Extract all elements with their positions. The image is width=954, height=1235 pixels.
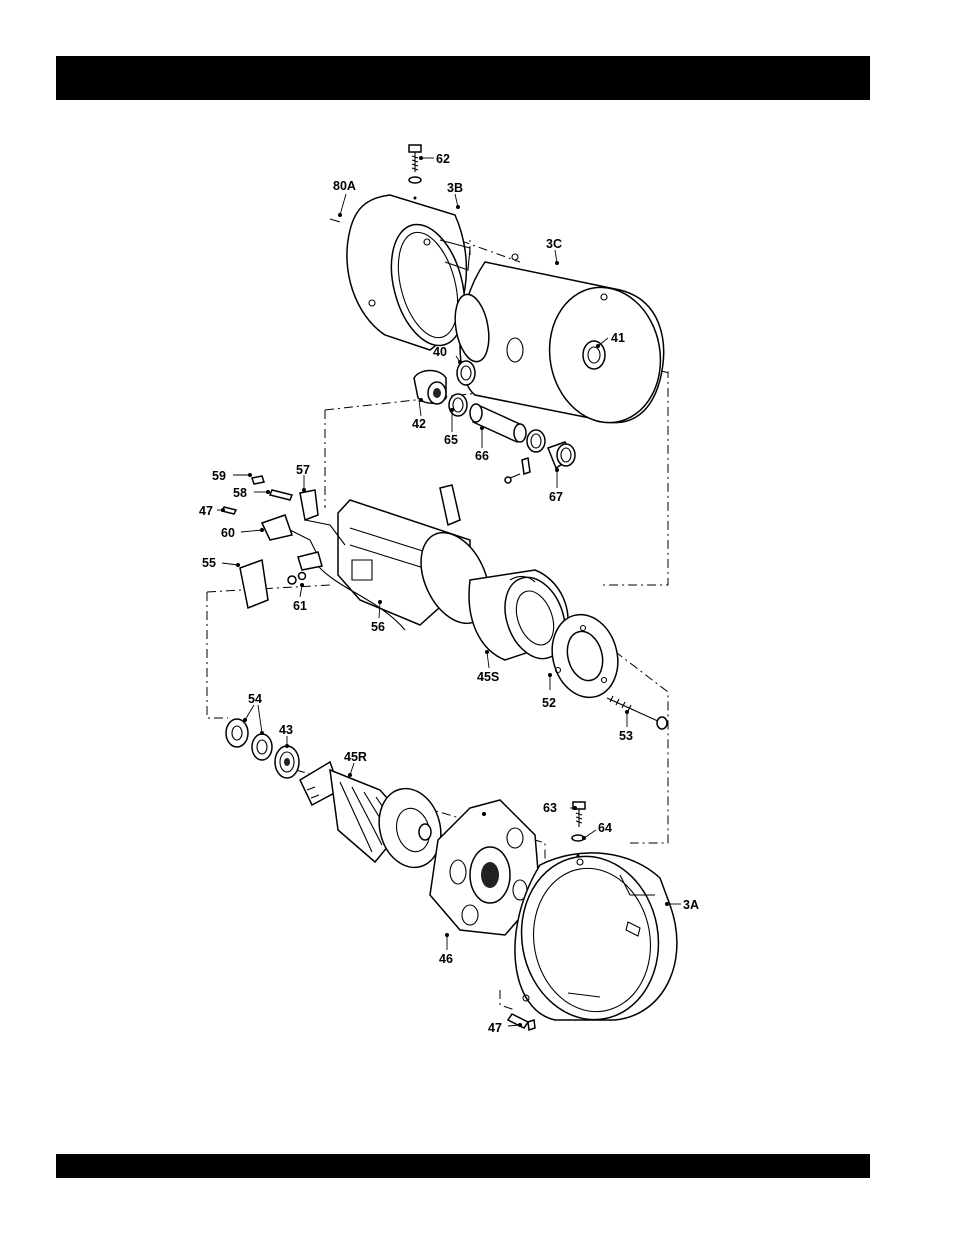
label-3b: 3B xyxy=(447,181,463,195)
switch-cover-55 xyxy=(240,560,268,608)
label-57: 57 xyxy=(296,463,310,477)
label-66: 66 xyxy=(475,449,489,463)
label-56: 56 xyxy=(371,620,385,634)
housing-3c xyxy=(450,254,671,432)
label-55: 55 xyxy=(202,556,216,570)
label-53: 53 xyxy=(619,729,633,743)
label-45s: 45S xyxy=(477,670,499,684)
label-52: 52 xyxy=(542,696,556,710)
label-43: 43 xyxy=(279,723,293,737)
label-3c: 3C xyxy=(546,237,562,251)
label-59: 59 xyxy=(212,469,226,483)
end-cover-3b xyxy=(330,195,477,354)
label-60: 60 xyxy=(221,526,235,540)
label-65: 65 xyxy=(444,433,458,447)
screw-62 xyxy=(409,145,421,200)
armature-45r xyxy=(300,762,449,874)
label-61: 61 xyxy=(293,599,307,613)
label-64: 64 xyxy=(598,821,612,835)
screw-58 xyxy=(270,490,292,500)
label-62: 62 xyxy=(436,152,450,166)
label-47-lower: 47 xyxy=(488,1021,502,1035)
brush-holder-57 xyxy=(300,490,318,520)
label-58: 58 xyxy=(233,486,247,500)
label-3a: 3A xyxy=(683,898,699,912)
label-45r: 45R xyxy=(344,750,367,764)
label-40: 40 xyxy=(433,345,447,359)
screw-59 xyxy=(252,476,264,484)
label-41: 41 xyxy=(611,331,625,345)
washer-54a xyxy=(226,719,248,747)
label-47-upper: 47 xyxy=(199,504,213,518)
brush-60 xyxy=(262,515,292,540)
bolt-53 xyxy=(607,696,667,729)
label-46: 46 xyxy=(439,952,453,966)
washer-54b xyxy=(252,734,272,760)
label-67: 67 xyxy=(549,490,563,504)
seal-40 xyxy=(457,361,475,385)
terminal-61 xyxy=(288,576,296,584)
label-80a: 80A xyxy=(333,179,356,193)
label-63: 63 xyxy=(543,801,557,815)
label-54: 54 xyxy=(248,692,262,706)
label-42: 42 xyxy=(412,417,426,431)
